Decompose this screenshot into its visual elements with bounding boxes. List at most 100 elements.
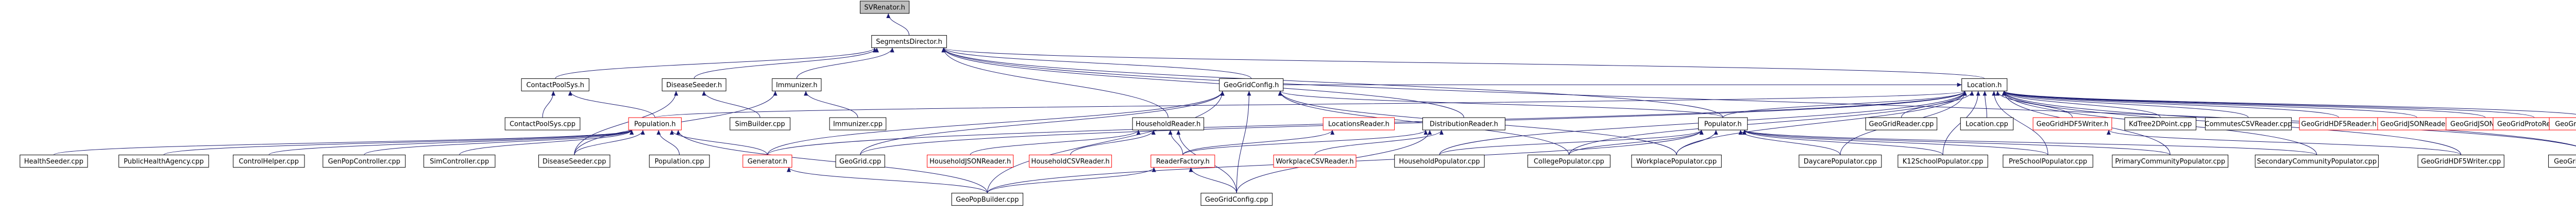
- edge-householdcsvreader-h-to-householdreader-h: [1070, 129, 1156, 155]
- node-label: GeoGridConfig.h: [1224, 81, 1279, 89]
- node-box: [860, 1, 910, 14]
- node-box: [2205, 117, 2292, 131]
- node-location-cpp[interactable]: Location.cpp: [1960, 117, 2014, 131]
- node-geogridhdf5reader-h[interactable]: GeoGridHDF5Reader.h: [2299, 117, 2379, 131]
- node-distributionreader-h[interactable]: DistributionReader.h: [1422, 117, 1505, 131]
- node-kdtree2dpoint-cpp[interactable]: KdTree2DPoint.cpp: [2124, 117, 2196, 131]
- node-workplacecsvreader-h[interactable]: WorkplaceCSVReader.h: [1273, 154, 1357, 168]
- node-generator-h[interactable]: Generator.h: [742, 154, 792, 168]
- edge-populator-h-to-segmentsdirector-h: [941, 47, 1723, 118]
- node-box: [1527, 154, 1611, 168]
- node-label: Location.h: [1967, 81, 2002, 89]
- node-label: ReaderFactory.h: [1156, 158, 1210, 166]
- edge-geogrid-cpp-to-location-h: [860, 91, 1967, 155]
- node-geogridprotowriter-h[interactable]: GeoGridProtoWriter.h: [2549, 117, 2576, 131]
- node-label: SimBuilder.cpp: [735, 121, 785, 128]
- node-label: Immunizer.cpp: [833, 121, 883, 128]
- node-publichealthagency-cpp[interactable]: PublicHealthAgency.cpp: [118, 154, 209, 168]
- node-label: Generator.h: [748, 158, 787, 166]
- node-controlhelper-cpp[interactable]: ControlHelper.cpp: [233, 154, 305, 168]
- edge-simcontroller-cpp-to-population-h: [459, 129, 634, 155]
- node-contactpoolsys-h[interactable]: ContactPoolSys.h: [521, 78, 589, 91]
- node-box: [829, 117, 887, 131]
- node-population-h[interactable]: Population.h: [628, 117, 682, 131]
- node-simbuilder-cpp[interactable]: SimBuilder.cpp: [730, 117, 791, 131]
- node-preschoolpopulator-cpp[interactable]: PreSchoolPopulator.cpp: [2003, 154, 2093, 168]
- edge-geopopbuilder-cpp-to-readerfactory-h: [987, 167, 1156, 193]
- node-daycarepopulator-cpp[interactable]: DaycarePopulator.cpp: [1799, 154, 1882, 168]
- node-contactpoolsys-cpp[interactable]: ContactPoolSys.cpp: [504, 117, 581, 131]
- node-geopopbuilder-cpp[interactable]: GeoPopBuilder.cpp: [951, 192, 1024, 206]
- node-householdreader-h[interactable]: HouseholdReader.h: [1132, 117, 1205, 131]
- node-label: ControlHelper.cpp: [239, 158, 299, 166]
- edge-secondarycommunitypopulator-cpp-to-populator-h: [1742, 129, 2317, 155]
- node-immunizer-cpp[interactable]: Immunizer.cpp: [829, 117, 887, 131]
- edge-geogridconfig-cpp-to-geogridconfig-h: [1236, 91, 1251, 193]
- node-readerfactory-h[interactable]: ReaderFactory.h: [1150, 154, 1215, 168]
- node-label: GeoGridReader.cpp: [1869, 121, 1934, 128]
- node-householdjsonreader-h[interactable]: HouseholdJSONReader.h: [927, 154, 1014, 168]
- node-box: [2003, 154, 2093, 168]
- node-workplacepopulator-cpp[interactable]: WorkplacePopulator.cpp: [1631, 154, 1722, 168]
- node-geogrid-cpp[interactable]: GeoGrid.cpp: [835, 154, 885, 168]
- node-simcontroller-cpp[interactable]: SimController.cpp: [423, 154, 496, 168]
- node-collegepopulator-cpp[interactable]: CollegePopulator.cpp: [1527, 154, 1611, 168]
- edge-geogridprotowriter-cpp-to-location-h: [2002, 91, 2576, 146]
- edge-geogridprotowriter-h-to-location-h: [2002, 90, 2576, 115]
- node-geogridconfig-h[interactable]: GeoGridConfig.h: [1219, 78, 1284, 91]
- node-diseaseseeder-h[interactable]: DiseaseSeeder.h: [662, 78, 726, 91]
- node-commutescsvreader-cpp[interactable]: CommutesCSVReader.cpp: [2205, 117, 2292, 131]
- node-box: [1029, 154, 1112, 168]
- node-location-h[interactable]: Location.h: [1961, 78, 2008, 91]
- node-box: [1394, 154, 1485, 168]
- node-box: [504, 117, 581, 131]
- node-box: [1698, 117, 1748, 131]
- node-populator-h[interactable]: Populator.h: [1698, 117, 1748, 131]
- node-label: CommutesCSVReader.cpp: [2205, 121, 2292, 128]
- node-geogridreader-cpp[interactable]: GeoGridReader.cpp: [1865, 117, 1938, 131]
- edge-readerfactory-h-to-locationsreader-h: [1182, 129, 1335, 155]
- node-svrenator-h[interactable]: SVRenator.h: [860, 1, 910, 14]
- node-label: GeoGridProtoWriter.cpp: [2554, 158, 2576, 166]
- edge-geogridjsonwriter-h-to-location-h: [2002, 90, 2486, 118]
- node-secondarycommunitypopulator-cpp[interactable]: SecondaryCommunityPopulator.cpp: [2255, 154, 2379, 168]
- node-label: GenPopController.cpp: [328, 158, 400, 166]
- node-box: [1961, 78, 2008, 91]
- edge-contactpoolsys-cpp-to-contactpoolsys-h: [542, 91, 556, 118]
- node-box: [323, 154, 406, 168]
- edge-genpopcontroller-cpp-to-population-h: [364, 129, 634, 155]
- node-box: [2124, 117, 2196, 131]
- edge-populator-h-to-geogridconfig-h: [1278, 90, 1723, 118]
- node-label: DaycarePopulator.cpp: [1804, 158, 1877, 166]
- node-healthseeder-cpp[interactable]: HealthSeeder.cpp: [20, 154, 88, 168]
- node-genpopcontroller-cpp[interactable]: GenPopController.cpp: [323, 154, 406, 168]
- node-geogridhdf5writer-h[interactable]: GeoGridHDF5Writer.h: [2032, 117, 2112, 131]
- node-geogridprotowriter-cpp[interactable]: GeoGridProtoWriter.cpp: [2548, 154, 2576, 168]
- node-label: DiseaseSeeder.cpp: [543, 158, 606, 166]
- node-locationsreader-h[interactable]: LocationsReader.h: [1323, 117, 1395, 131]
- node-geogridjsonreader-h[interactable]: GeoGridJSONReader.h: [2377, 117, 2457, 131]
- edge-collegepopulator-cpp-to-populator-h: [1568, 129, 1704, 155]
- node-segmentsdirector-h[interactable]: SegmentsDirector.h: [871, 35, 947, 48]
- node-box: [233, 154, 305, 168]
- edge-geogridhdf5reader-h-to-location-h: [2002, 90, 2340, 118]
- edge-population-cpp-to-population-h: [656, 130, 680, 155]
- node-primarycommunitypopulator-cpp[interactable]: PrimaryCommunityPopulator.cpp: [2112, 154, 2229, 168]
- node-label: Population.cpp: [655, 158, 704, 166]
- node-geogridconfig-cpp[interactable]: GeoGridConfig.cpp: [1200, 192, 1273, 206]
- node-immunizer-h[interactable]: Immunizer.h: [772, 78, 822, 91]
- node-k12schoolpopulator-cpp[interactable]: K12SchoolPopulator.cpp: [1897, 154, 1988, 168]
- node-diseaseseeder-cpp[interactable]: DiseaseSeeder.cpp: [538, 154, 611, 168]
- node-geogridhdf5writer-cpp[interactable]: GeoGridHDF5Writer.cpp: [2417, 154, 2504, 168]
- node-population-cpp[interactable]: Population.cpp: [649, 154, 710, 168]
- node-box: [2032, 117, 2112, 131]
- edge-preschoolpopulator-cpp-to-location-h: [1992, 91, 2048, 155]
- edge-populator-h-to-location-h: [1722, 90, 1967, 118]
- node-box: [871, 35, 947, 48]
- file-nodes: SVRenator.hSegmentsDirector.hContactPool…: [20, 1, 2576, 206]
- edge-readerfactory-h-to-distributionreader-h: [1182, 129, 1428, 155]
- node-householdpopulator-cpp[interactable]: HouseholdPopulator.cpp: [1394, 154, 1485, 168]
- edge-generator-h-to-population-h: [670, 129, 768, 155]
- node-label: SegmentsDirector.h: [876, 38, 942, 46]
- node-householdcsvreader-h[interactable]: HouseholdCSVReader.h: [1029, 154, 1112, 168]
